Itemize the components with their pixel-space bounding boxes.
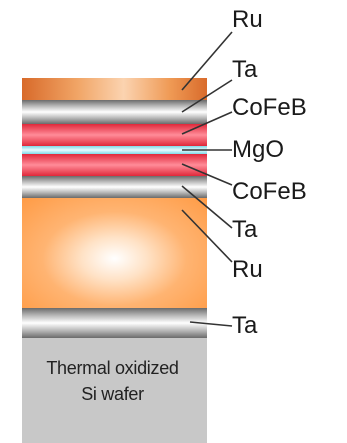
leader-cofeb-bottom [181, 163, 233, 186]
label-ta-middle: Ta [232, 216, 258, 243]
ru-top-layer [22, 78, 207, 100]
leader-ta-top [181, 79, 233, 113]
ru-thick-layer [22, 198, 207, 308]
label-cofeb-top: CoFeB [232, 94, 307, 121]
label-ta-bottom: Ta [232, 312, 258, 339]
substrate-label-line2: Si wafer [81, 384, 144, 404]
cofeb-bottom-layer [22, 154, 207, 176]
label-ru-top: Ru [232, 6, 263, 33]
mgo-layer [22, 146, 207, 154]
label-ru-thick: Ru [232, 256, 263, 283]
leader-ru-thick [181, 209, 233, 263]
leader-ta-middle [181, 185, 233, 229]
ta-top-layer [22, 100, 207, 124]
label-ta-top: Ta [232, 56, 258, 83]
cofeb-top-layer [22, 124, 207, 146]
leader-cofeb-top [181, 111, 233, 135]
substrate-layer [22, 338, 207, 443]
label-mgo: MgO [232, 136, 285, 163]
leader-ru-top [181, 31, 233, 91]
ta-bottom-layer [22, 308, 207, 338]
leader-ta-bottom [189, 321, 233, 327]
label-cofeb-bottom: CoFeB [232, 178, 307, 205]
substrate-label-line1: Thermal oxidized [46, 358, 179, 378]
ta-middle-layer [22, 176, 207, 198]
